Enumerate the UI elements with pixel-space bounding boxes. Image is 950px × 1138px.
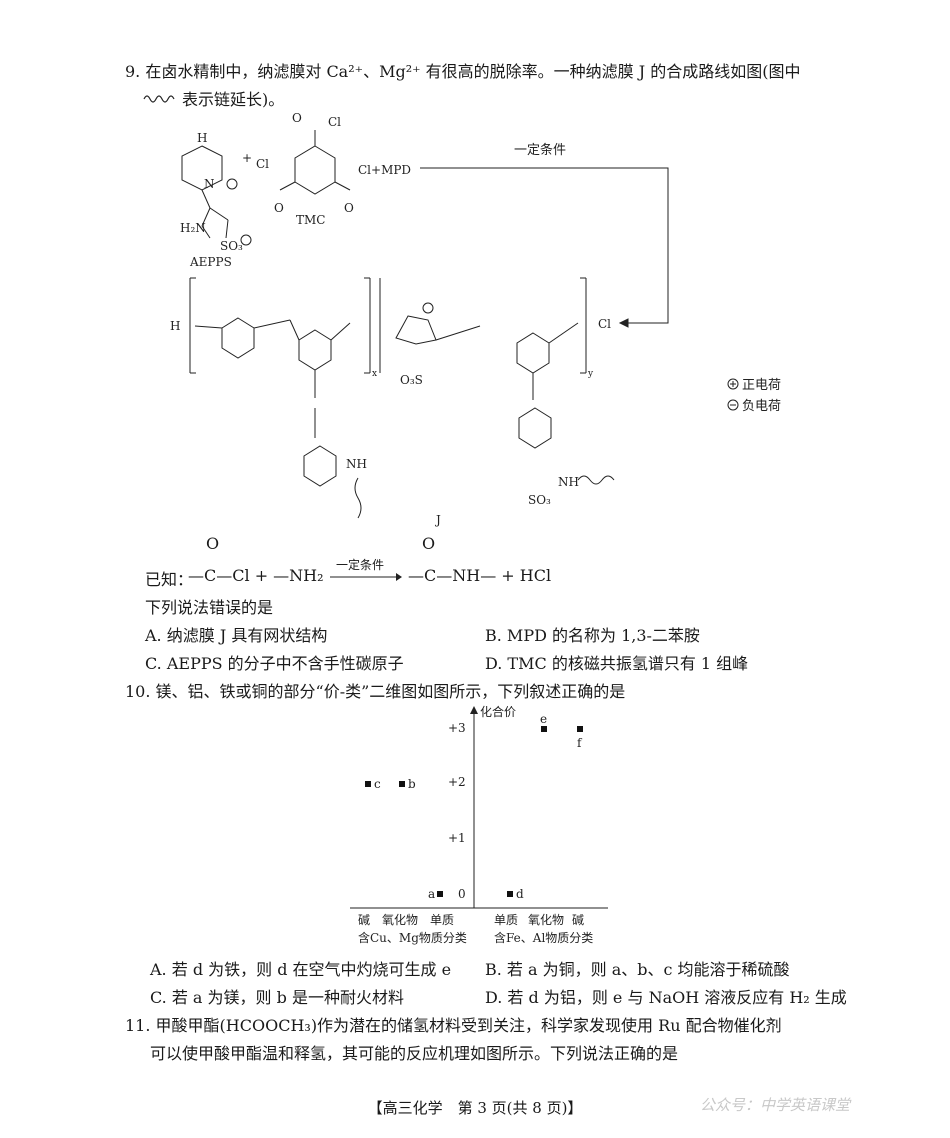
y-axis-label: 化合价 xyxy=(480,704,516,719)
tmc-o-top: O xyxy=(292,111,302,125)
tmc-structure: O Cl Cl O O Cl+MPD TMC xyxy=(256,111,411,227)
q9-option-a: A. 纳滤膜 J 具有网状结构 xyxy=(145,626,328,645)
q9-known-left: —C—Cl + —NH₂ xyxy=(188,566,324,585)
j-y-subscript: y xyxy=(587,369,594,379)
x-right-cat-1: 氧化物 xyxy=(528,913,564,927)
aepps-structure: H N H₂N SO₃ + AEPPS xyxy=(180,131,252,269)
point-d xyxy=(507,891,513,897)
q10-option-d: D. 若 d 为铝，则 e 与 NaOH 溶液反应有 H₂ 生成 xyxy=(485,988,847,1007)
q9-stem-line2: 表示链延长)。 xyxy=(182,90,285,109)
reaction-condition: 一定条件 xyxy=(514,142,566,158)
point-a xyxy=(437,891,443,897)
point-label-c: c xyxy=(374,777,381,791)
legend-positive: 正电荷 xyxy=(742,378,781,393)
x-left-cat-0: 碱 xyxy=(358,913,370,927)
x-left-cat-2: 单质 xyxy=(430,913,454,927)
q10-stem: 10. 镁、铝、铁或铜的部分“价-类”二维图如图所示，下列叙述正确的是 xyxy=(125,682,626,701)
x-right-group: 含Fe、Al物质分类 xyxy=(494,930,593,945)
aepps-h-label: H xyxy=(197,131,207,145)
point-label-f: f xyxy=(577,736,583,750)
legend-negative: 负电荷 xyxy=(742,399,781,414)
q9-known-prefix: 已知： xyxy=(145,570,194,589)
point-c xyxy=(365,781,371,787)
aepps-n-label: N xyxy=(204,177,215,191)
point-label-e: e xyxy=(540,712,547,726)
x-right-cat-0: 单质 xyxy=(494,913,518,927)
aepps-plus-sign: + xyxy=(242,151,252,165)
q9-prompt: 下列说法错误的是 xyxy=(145,598,274,617)
tmc-cl-left: Cl xyxy=(256,157,269,171)
q9-known-o-left: O xyxy=(206,534,220,553)
j-nh-branch: NH xyxy=(346,457,367,471)
synthesis-route-diagram: H N H₂N SO₃ + AEPPS O Cl Cl O O Cl+MPD T… xyxy=(170,111,781,527)
tmc-o-right: O xyxy=(344,201,354,215)
q9-known-o-right: O xyxy=(422,534,436,553)
reaction-arrow xyxy=(420,167,669,324)
q9-stem-line1: 9. 在卤水精制中，纳滤膜对 Ca²⁺、Mg²⁺ 有很高的脱除率。一种纳滤膜 J… xyxy=(125,62,801,81)
q11-stem-line2: 可以使甲酸甲酯温和释氢，其可能的反应机理如图所示。下列说法正确的是 xyxy=(150,1044,679,1063)
point-e xyxy=(541,726,547,732)
known-reaction-arrow xyxy=(330,573,402,581)
j-cl-end: Cl xyxy=(598,317,611,331)
aepps-so3-label: SO₃ xyxy=(220,239,243,253)
tmc-cl-top: Cl xyxy=(328,115,341,129)
point-label-d: d xyxy=(516,887,524,901)
aepps-h2n-label: H₂N xyxy=(180,221,206,235)
y-tick-3: +3 xyxy=(448,721,466,735)
point-label-b: b xyxy=(408,777,416,791)
j-so3-label: SO₃ xyxy=(528,493,551,507)
q11-stem-line1: 11. 甲酸甲酯(HCOOCH₃)作为潜在的储氢材料受到关注，科学家发现使用 R… xyxy=(125,1016,782,1035)
j-nh-right: NH xyxy=(558,475,579,489)
page-footer: 【高三化学 第 3 页(共 8 页)】 xyxy=(367,1099,583,1117)
q10-option-a: A. 若 d 为铁，则 d 在空气中灼烧可生成 e xyxy=(150,960,452,979)
y-tick-2: +2 xyxy=(448,775,466,789)
x-left-cat-1: 氧化物 xyxy=(382,913,418,927)
q9-known-right: —C—NH— + HCl xyxy=(408,566,552,585)
y-tick-0: 0 xyxy=(458,887,466,901)
y-tick-1: +1 xyxy=(448,831,466,845)
x-left-group: 含Cu、Mg物质分类 xyxy=(358,930,467,945)
q9-option-d: D. TMC 的核磁共振氢谱只有 1 组峰 xyxy=(485,654,749,673)
x-right-cat-2: 碱 xyxy=(572,913,584,927)
wavy-chain-icon xyxy=(143,95,175,103)
j-o3s-label: O₃S xyxy=(400,373,423,387)
q9-known-condition: 一定条件 xyxy=(336,558,385,572)
y-axis-arrow xyxy=(470,706,478,714)
tmc-o-left: O xyxy=(274,201,284,215)
point-b xyxy=(399,781,405,787)
point-label-a: a xyxy=(428,887,435,901)
q10-option-c: C. 若 a 为镁，则 b 是一种耐火材料 xyxy=(150,988,404,1007)
j-h-end: H xyxy=(170,319,180,333)
product-label: J xyxy=(434,513,441,527)
point-f xyxy=(577,726,583,732)
aepps-name: AEPPS xyxy=(189,255,232,269)
tmc-name: TMC xyxy=(296,213,325,227)
q9-option-c: C. AEPPS 的分子中不含手性碳原子 xyxy=(145,654,404,673)
q10-option-b: B. 若 a 为铜，则 a、b、c 均能溶于稀硫酸 xyxy=(485,960,790,979)
polymer-j-structure: H x y Cl NH O₃S SO₃ NH xyxy=(170,277,615,519)
j-x-subscript: x xyxy=(372,369,377,379)
tmc-cl-mpd: Cl+MPD xyxy=(358,163,411,177)
q9-option-b: B. MPD 的名称为 1,3-二苯胺 xyxy=(485,626,700,645)
watermark: 公众号：中学英语课堂 xyxy=(700,1096,851,1114)
